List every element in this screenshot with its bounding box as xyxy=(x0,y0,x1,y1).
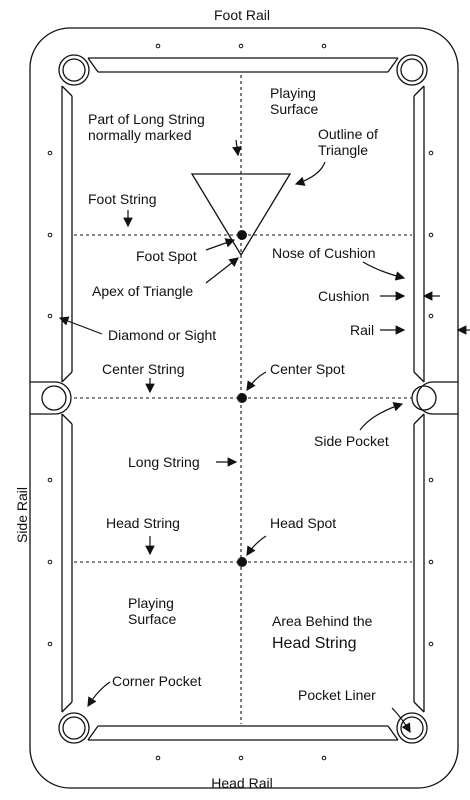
outline-triangle-label-line-2: Triangle xyxy=(318,142,368,158)
arrow-pocket-liner xyxy=(391,707,411,734)
arrow-head-spot xyxy=(246,535,267,557)
head-spot xyxy=(237,557,247,567)
head-rail-label: Head Rail xyxy=(211,775,272,791)
arrow-diamond xyxy=(58,316,103,335)
area-head-string-label: Head String xyxy=(272,635,357,652)
foot-string-label: Foot String xyxy=(88,191,156,207)
cushion-top xyxy=(87,57,399,73)
corner-pocket-bottom-right xyxy=(396,712,428,744)
diamonds xyxy=(47,43,434,761)
playing-surface-top-label-line-2: Surface xyxy=(270,101,318,117)
part-long-string-label-line-1: Part of Long String xyxy=(88,111,205,127)
part-long-string-label-line-2: normally marked xyxy=(88,127,191,143)
corner-pocket-label: Corner Pocket xyxy=(112,673,202,689)
playing-surface-top-label-line-1: Playing xyxy=(270,85,316,101)
area-behind-label: Area Behind the xyxy=(272,613,373,629)
playing-surface-bottom-label-line-2: Surface xyxy=(128,611,176,627)
side-pocket-label: Side Pocket xyxy=(314,433,389,449)
side-pocket-left xyxy=(30,381,72,415)
cushion-label: Cushion xyxy=(318,288,369,304)
corner-pocket-top-right xyxy=(396,54,428,86)
outline-triangle-label-line-1: Outline of xyxy=(318,126,378,142)
center-spot xyxy=(237,393,247,403)
corner-pocket-bottom-left xyxy=(58,712,90,744)
arrow-corner-pocket xyxy=(87,681,111,708)
outer-rail xyxy=(29,27,459,789)
cushion-left xyxy=(61,85,73,713)
arrow-part-long-string xyxy=(232,139,242,157)
center-string-label: Center String xyxy=(102,361,184,377)
cushion-bottom xyxy=(87,725,399,741)
cushion-right xyxy=(413,85,425,713)
arrow-nose-cushion xyxy=(362,261,406,281)
corner-pocket-top-left xyxy=(58,54,90,86)
arrow-foot-spot xyxy=(205,238,236,251)
center-spot-label: Center Spot xyxy=(270,361,345,377)
foot-spot-label: Foot Spot xyxy=(136,248,197,264)
arrow-apex xyxy=(205,257,239,284)
arrow-center-spot xyxy=(246,371,267,391)
diamond-label: Diamond or Sight xyxy=(108,327,216,343)
nose-cushion-label: Nose of Cushion xyxy=(272,245,376,261)
pocket-liner-label: Pocket Liner xyxy=(298,687,376,703)
playing-surface-bottom-label-line-1: Playing xyxy=(128,595,174,611)
foot-rail-label: Foot Rail xyxy=(214,7,270,23)
rail-label: Rail xyxy=(350,322,374,338)
head-string-label: Head String xyxy=(106,515,180,531)
triangle-outline xyxy=(190,173,292,257)
side-pocket-right xyxy=(411,381,458,415)
side-rail-label: Side Rail xyxy=(14,487,30,543)
arrow-outline-triangle xyxy=(294,161,326,186)
apex-triangle-label: Apex of Triangle xyxy=(92,283,193,299)
head-spot-label: Head Spot xyxy=(270,515,336,531)
foot-spot xyxy=(237,230,247,240)
arrow-side-pocket xyxy=(359,402,404,431)
long-string-label: Long String xyxy=(128,454,200,470)
